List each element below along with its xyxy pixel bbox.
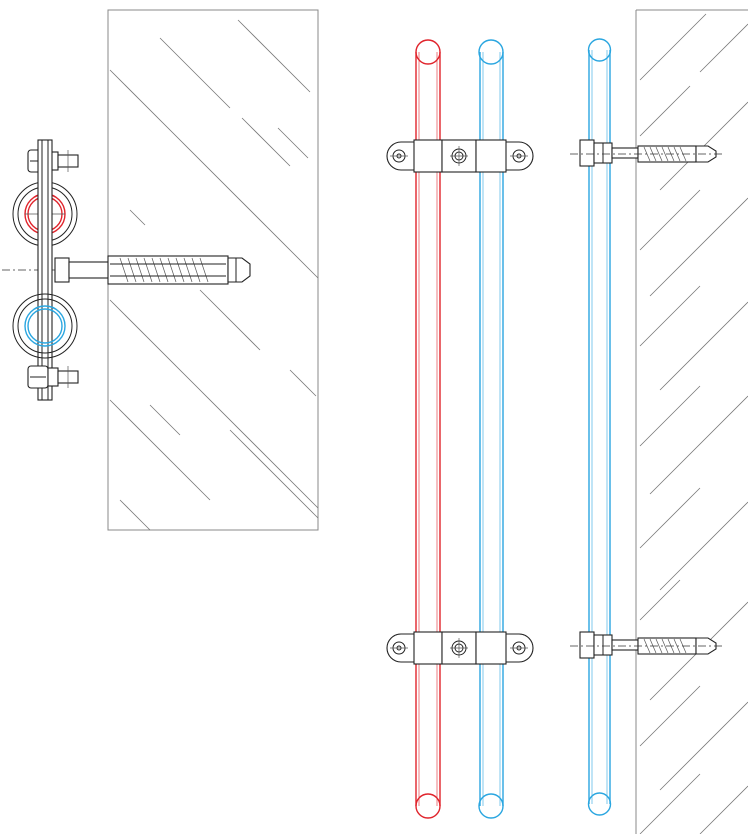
pipe-clamp xyxy=(386,631,534,665)
wall-anchor xyxy=(570,631,722,659)
wall-anchor xyxy=(107,255,251,285)
double-pipe-clamp xyxy=(2,139,252,401)
wall-block xyxy=(107,9,319,531)
wall-anchor xyxy=(570,139,722,167)
hot-pipe xyxy=(415,39,441,819)
side-pipe xyxy=(587,38,612,816)
pipe-clamp xyxy=(386,139,534,173)
cold-pipe xyxy=(478,39,504,819)
wall-hatched xyxy=(635,9,748,834)
